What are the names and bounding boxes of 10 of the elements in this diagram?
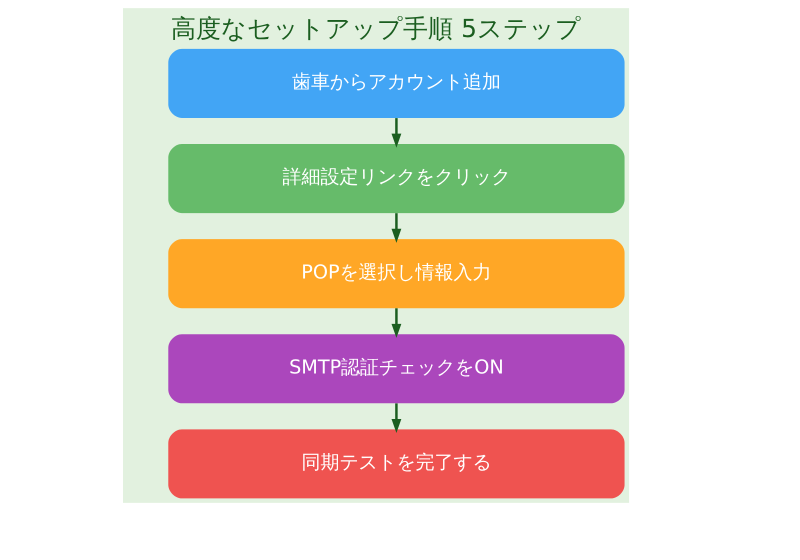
node-box: 同期テストを完了する — [168, 429, 624, 498]
arrow — [391, 403, 401, 434]
node-box: 歯車からアカウント追加 — [168, 48, 624, 118]
arrow — [391, 213, 401, 243]
node-box: POPを選択し情報入力 — [168, 239, 624, 308]
node-box: 詳細設定リンクをクリック — [168, 144, 624, 214]
node-box: SMTP認証チェックをON — [168, 334, 624, 404]
arrow — [391, 118, 401, 148]
arrow — [391, 308, 401, 338]
diagram-title: 高度なセットアップ手順 5ステップ — [170, 14, 580, 44]
